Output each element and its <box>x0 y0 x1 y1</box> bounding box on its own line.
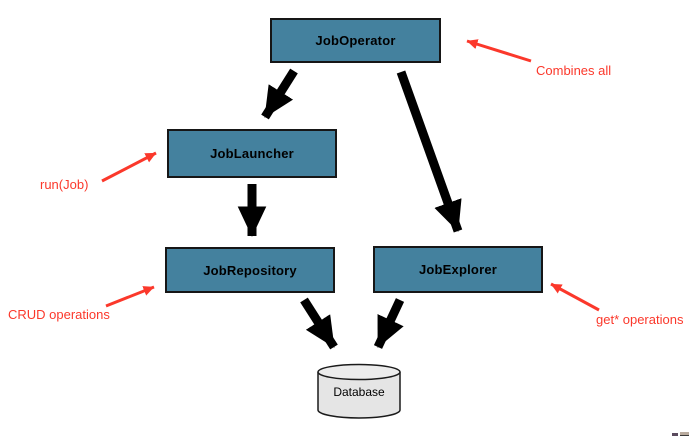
annotation-get-operations: get* operations <box>596 312 684 327</box>
node-job-repository-label: JobRepository <box>203 262 297 278</box>
annotation-arrow-run-job <box>101 151 157 183</box>
node-job-explorer: JobExplorer <box>373 246 543 293</box>
annotation-arrow-crud-operations <box>105 285 155 308</box>
annotation-arrow-combines-all <box>466 39 532 63</box>
node-job-launcher: JobLauncher <box>167 129 337 178</box>
edge-jobexplorer-to-database <box>373 298 405 349</box>
annotation-arrow-get-operations <box>550 282 600 312</box>
edge-joboperator-to-joblauncher <box>261 68 298 120</box>
annotation-crud-operations: CRUD operations <box>8 307 110 322</box>
node-job-operator: JobOperator <box>270 18 441 63</box>
edge-joboperator-to-jobexplorer <box>396 70 463 233</box>
node-database-label: Database <box>333 385 385 399</box>
node-job-explorer-label: JobExplorer <box>418 262 498 277</box>
node-job-operator-label: JobOperator <box>315 33 396 48</box>
node-job-launcher-label: JobLauncher <box>210 146 294 161</box>
node-job-repository: JobRepository <box>165 247 335 293</box>
annotation-combines-all: Combines all <box>536 63 612 78</box>
annotation-run-job: run(Job) <box>40 177 89 192</box>
footer-artifact-right <box>680 432 689 436</box>
footer-artifact-left <box>672 433 678 436</box>
edge-jobrepository-to-database <box>300 297 338 350</box>
